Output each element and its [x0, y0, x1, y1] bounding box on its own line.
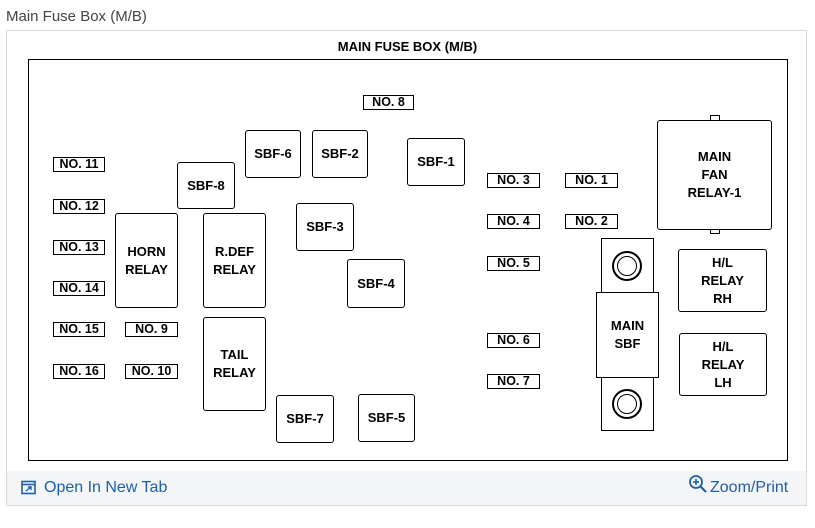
main-sbf-terminal-bottom	[601, 376, 654, 431]
open-new-tab-icon[interactable]	[21, 480, 36, 495]
rear-defog-relay: R.DEF RELAY	[203, 213, 266, 308]
zoom-print-link[interactable]: Zoom/Print	[710, 479, 789, 496]
fuse-label-no13: NO. 13	[53, 240, 105, 255]
hl-relay-lh: H/L RELAY LH	[679, 333, 767, 396]
fuse-label-no1: NO. 1	[565, 173, 618, 188]
bolt-bottom-icon	[612, 389, 642, 419]
hl-relay-rh: H/L RELAY RH	[678, 249, 767, 312]
fuse-label-no16: NO. 16	[53, 364, 105, 379]
sbf-3: SBF-3	[296, 203, 354, 251]
zoom-icon[interactable]	[688, 474, 708, 494]
sbf-2: SBF-2	[312, 130, 368, 178]
horn-relay: HORN RELAY	[115, 213, 178, 308]
fuse-label-no9: NO. 9	[125, 322, 178, 337]
fuse-label-no8: NO. 8	[363, 95, 414, 110]
sbf-1: SBF-1	[407, 138, 465, 186]
bolt-top-inner	[617, 256, 637, 276]
fuse-label-no3: NO. 3	[487, 173, 540, 188]
sbf-5: SBF-5	[358, 394, 415, 442]
open-new-tab-link[interactable]: Open In New Tab	[44, 479, 168, 496]
sbf-7: SBF-7	[276, 395, 334, 443]
sbf-6: SBF-6	[245, 130, 301, 178]
footer-bar: Open In New Tab Zoom/Print	[7, 471, 806, 505]
main-fan-relay-1: MAIN FAN RELAY-1	[657, 120, 772, 230]
fuse-label-no14: NO. 14	[53, 281, 105, 296]
fuse-label-no5: NO. 5	[487, 256, 540, 271]
tail-relay: TAIL RELAY	[203, 317, 266, 411]
fuse-label-no11: NO. 11	[53, 157, 105, 172]
bolt-bottom-inner	[617, 394, 637, 414]
fuse-label-no6: NO. 6	[487, 333, 540, 348]
main-sbf: MAIN SBF	[596, 292, 659, 378]
fuse-label-no10: NO. 10	[125, 364, 178, 379]
fuse-label-no15: NO. 15	[53, 322, 105, 337]
sbf-8: SBF-8	[177, 162, 235, 209]
fuse-label-no4: NO. 4	[487, 214, 540, 229]
fuse-label-no12: NO. 12	[53, 199, 105, 214]
bolt-top-icon	[612, 251, 642, 281]
sbf-4: SBF-4	[347, 259, 405, 308]
page-title: Main Fuse Box (M/B)	[6, 8, 147, 25]
diagram-title: MAIN FUSE BOX (M/B)	[337, 39, 478, 54]
fuse-label-no2: NO. 2	[565, 214, 618, 229]
fuse-label-no7: NO. 7	[487, 374, 540, 389]
